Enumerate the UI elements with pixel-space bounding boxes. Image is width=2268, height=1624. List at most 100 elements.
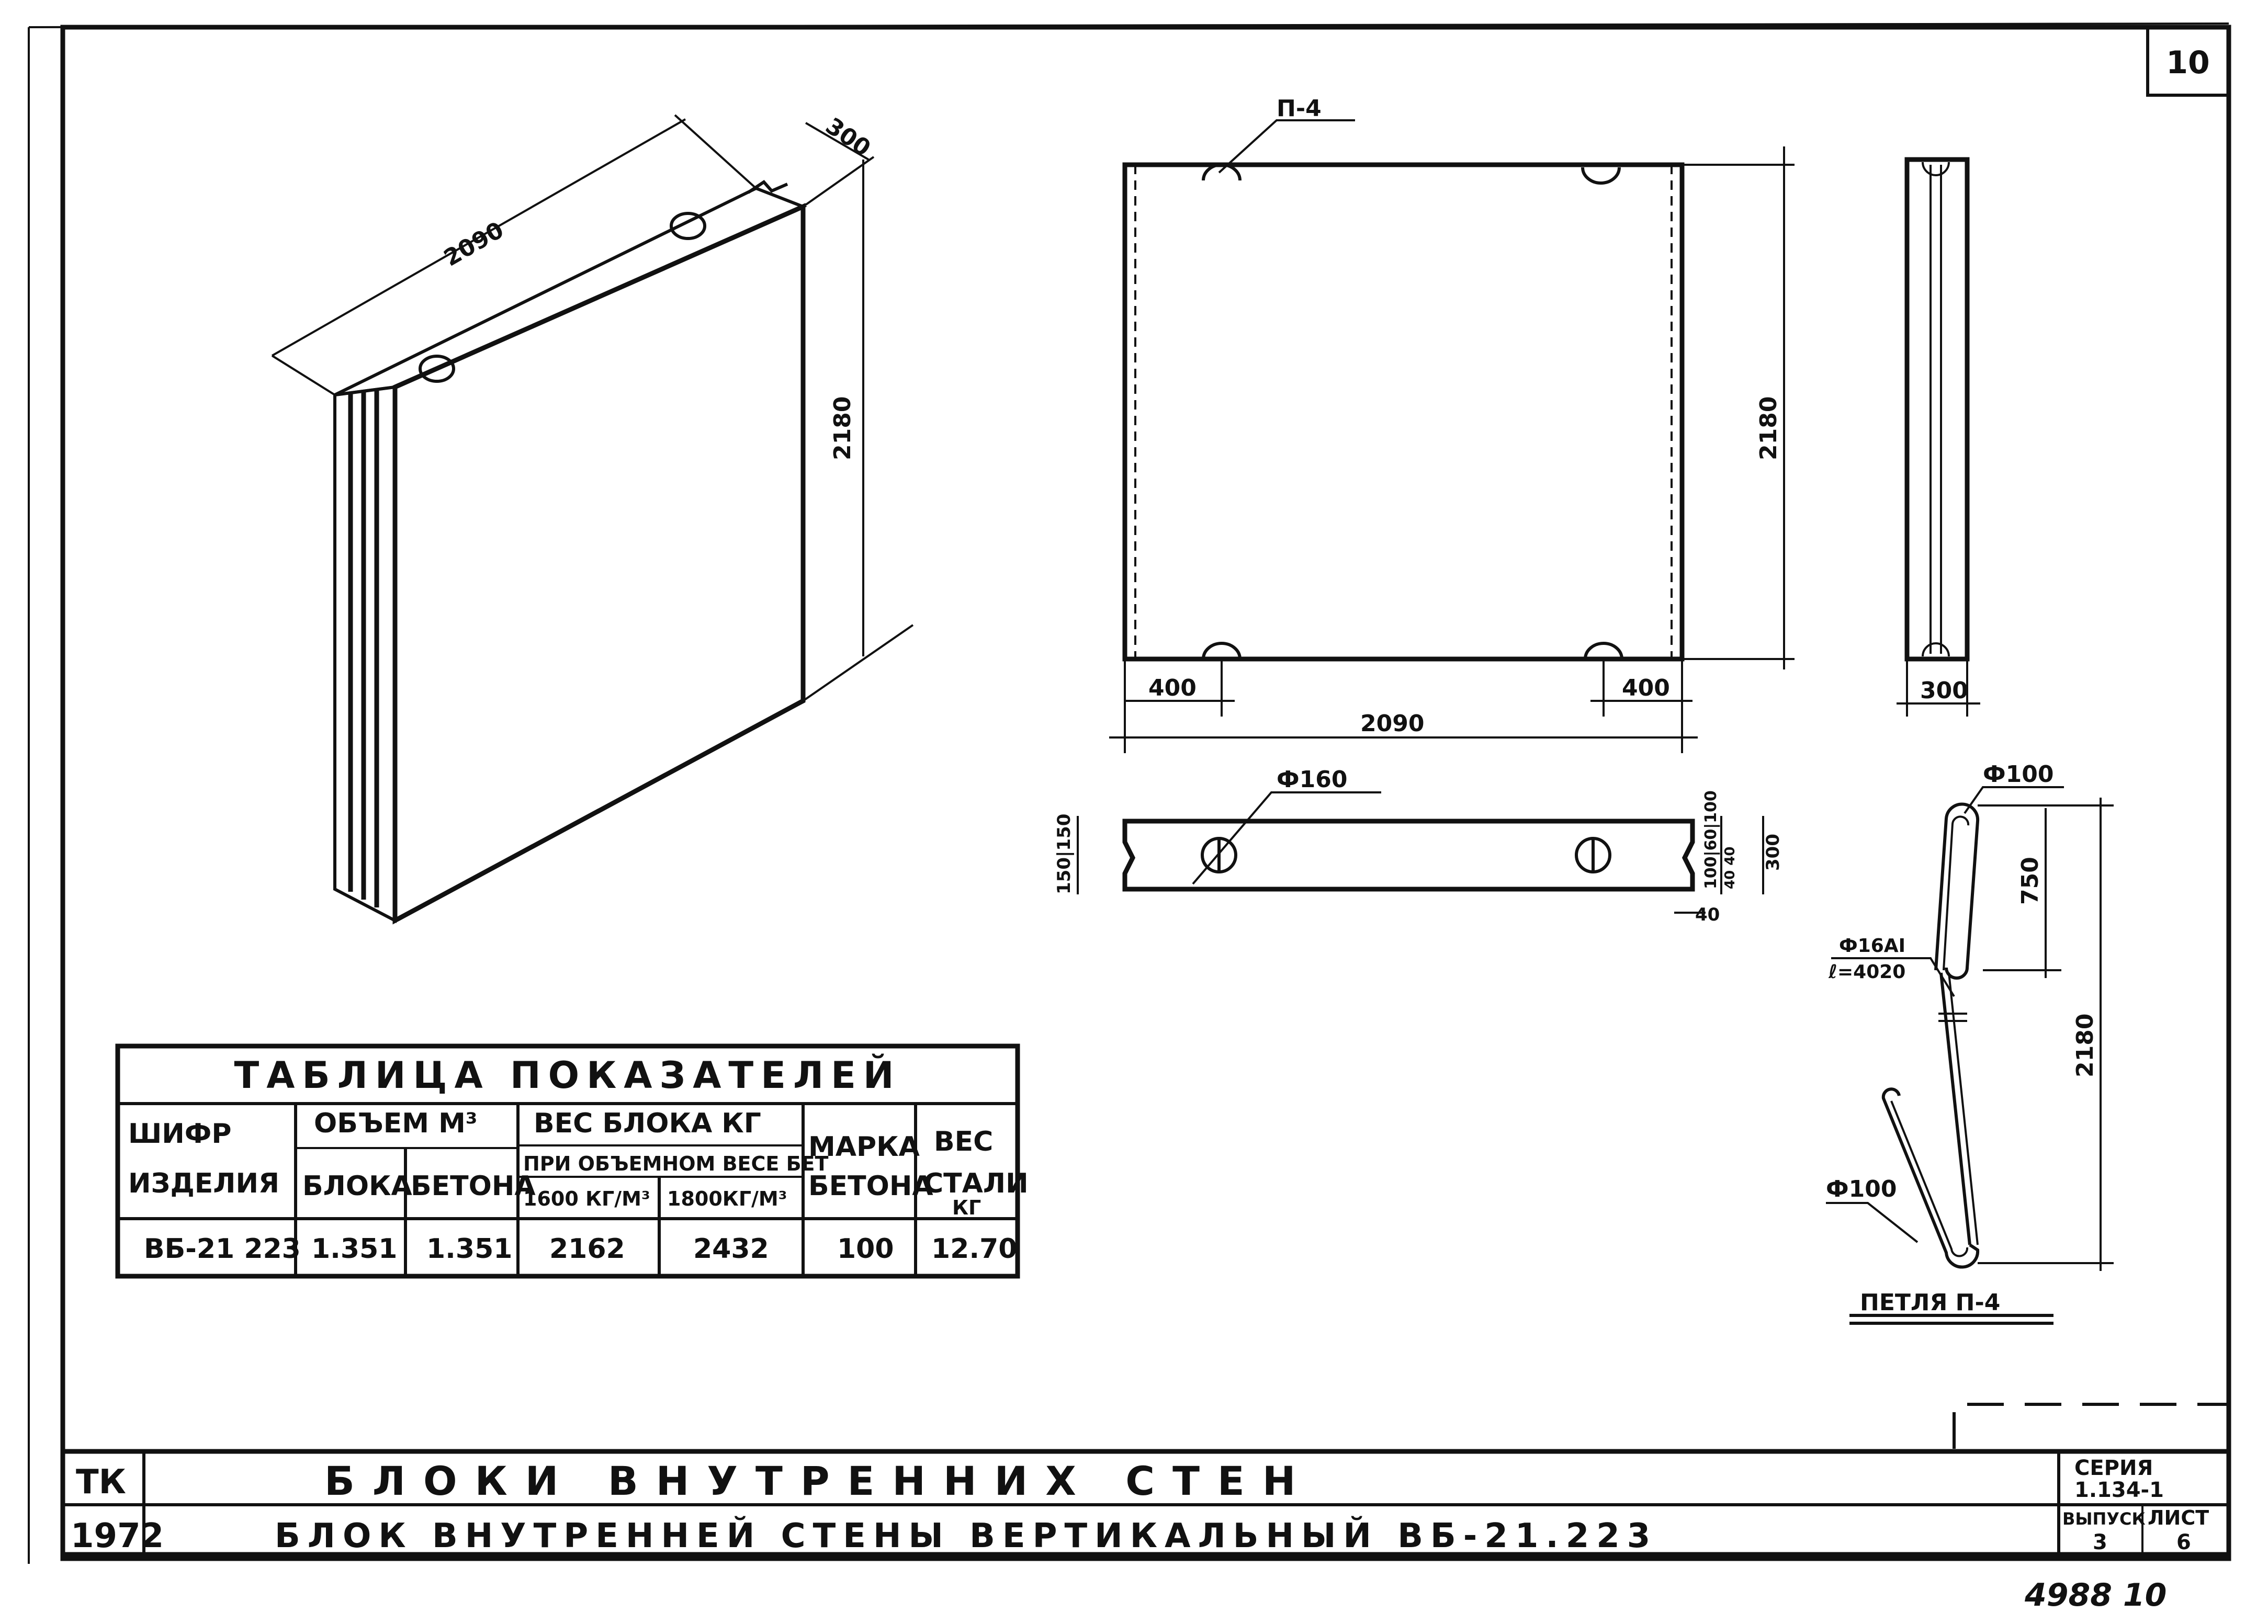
iso-dim-thickness-line xyxy=(805,122,870,161)
front-dim-width: 2090 xyxy=(1360,710,1424,737)
table-col-weight: ВЕС БЛОКА КГ xyxy=(534,1108,761,1139)
plan-dim-notch: 40 xyxy=(1695,904,1720,925)
table-cell-code: ВБ-21 223 xyxy=(144,1233,301,1265)
table-col-grade-2: БЕТОНА xyxy=(808,1171,933,1202)
plan-hole-left xyxy=(1201,837,1237,873)
loop-dim-total: 2180 xyxy=(2072,1014,2098,1077)
loop-top-right xyxy=(1581,167,1621,185)
loop-shape-top xyxy=(1934,802,1980,980)
table-cell-grade: 100 xyxy=(837,1233,894,1265)
iso-hole-2 xyxy=(670,212,706,240)
loop-bar-label: Ф16AI xyxy=(1839,935,1905,957)
loop-bar xyxy=(1939,972,1971,1245)
iso-dim-ext-1 xyxy=(271,355,336,396)
loop-length-label: ℓ=4020 xyxy=(1828,961,1905,983)
loop-top-left xyxy=(1202,163,1242,181)
front-panel xyxy=(1122,162,1685,662)
series-value: 1.134-1 xyxy=(2074,1478,2164,1502)
loop-dim-top: 750 xyxy=(2017,857,2044,905)
side-loop-top xyxy=(1922,162,1950,176)
side-panel xyxy=(1904,157,1970,662)
issue-label: ВЫПУСК xyxy=(2062,1509,2146,1529)
side-dim-thickness: 300 xyxy=(1920,677,1968,704)
table-col-volume-concrete: БЕТОНА xyxy=(411,1171,536,1202)
indicator-table: ТАБЛИЦА ПОКАЗАТЕЛЕЙ ШИФР ИЗДЕЛИЯ ОБЪЕМ М… xyxy=(115,1043,1029,1279)
plan-hole-right xyxy=(1575,837,1611,873)
isometric-view: 2090 300 2180 xyxy=(271,112,914,925)
loop-bottom-right xyxy=(1584,642,1623,660)
table-col-steel-1: ВЕС xyxy=(934,1126,993,1157)
plan-dim-left: 150|150 xyxy=(1054,814,1075,894)
side-view: 300 xyxy=(1897,157,1980,717)
loop-caption: ПЕТЛЯ П-4 xyxy=(1860,1289,2000,1316)
loop-bar-leader xyxy=(1831,957,1955,997)
page-number: 10 xyxy=(2166,44,2210,81)
table-col-code-2: ИЗДЕЛИЯ xyxy=(128,1168,279,1199)
table-col-weight-sub: ПРИ ОБЪЕМНОМ ВЕСЕ БЕТ xyxy=(523,1152,828,1175)
table-col-code-1: ШИФР xyxy=(128,1118,231,1150)
loop-bottom-label: Ф100 xyxy=(1826,1176,1897,1202)
table-col-weight-1600: 1600 КГ/М³ xyxy=(523,1187,650,1210)
side-loop-bottom xyxy=(1922,642,1950,657)
plan-dim-right-sub: 40 40 xyxy=(1722,847,1738,889)
front-dim-height: 2180 xyxy=(1755,396,1782,460)
iso-front-face xyxy=(392,203,806,925)
loop-bottom-left xyxy=(1202,642,1242,660)
iso-dim-height: 2180 xyxy=(829,396,856,460)
table-col-volume: ОБЪЕМ М³ xyxy=(314,1108,478,1139)
title-block-line2: БЛОК ВНУТРЕННЕЙ СТЕНЫ ВЕРТИКАЛЬНЫЙ ВБ-21… xyxy=(275,1516,1657,1555)
loop-leader-label: П-4 xyxy=(1277,95,1322,122)
table-cell-volume-concrete: 1.351 xyxy=(426,1233,512,1265)
loop-shape-bottom-inner xyxy=(1890,1100,1969,1257)
iso-dim-thickness: 300 xyxy=(821,112,875,162)
title-block-line1: БЛОКИ ВНУТРЕННИХ СТЕН xyxy=(324,1458,1313,1504)
loop-shape-top-inner xyxy=(1943,815,1970,971)
iso-hole-1 xyxy=(419,355,455,383)
front-view: П-4 2180 400 400 2090 xyxy=(1109,95,1795,753)
loop-leader xyxy=(1218,119,1355,174)
table-cell-weight-1600: 2162 xyxy=(549,1233,625,1265)
corner-dash-mark xyxy=(1953,1403,2229,1449)
plan-view: Ф160 150|150 100|60|100 40 40 300 40 xyxy=(1054,766,1784,925)
plan-section xyxy=(1122,819,1695,892)
sheet-label: ЛИСТ xyxy=(2148,1506,2209,1529)
table-cell-steel: 12.70 xyxy=(931,1233,1017,1265)
plan-hole-label: Ф160 xyxy=(1277,766,1347,793)
table-frame xyxy=(115,1043,1020,1279)
table-cell-volume-block: 1.351 xyxy=(311,1233,397,1265)
table-col-steel-3: КГ xyxy=(952,1196,981,1219)
iso-dim-ext-2 xyxy=(674,114,757,189)
loop-bottom-leader xyxy=(1826,1202,1919,1243)
issue-value: 3 xyxy=(2093,1530,2107,1554)
plan-dim-right: 100|60|100 xyxy=(1702,790,1720,889)
iso-dim-height-ext-2 xyxy=(802,624,914,702)
footer-number: 4988 10 xyxy=(2024,1577,2167,1614)
series-label: СЕРИЯ xyxy=(2074,1456,2153,1480)
loop-top-leader xyxy=(1964,786,2064,814)
iso-top-face xyxy=(334,186,807,396)
table-title: ТАБЛИЦА ПОКАЗАТЕЛЕЙ xyxy=(234,1054,901,1097)
plan-dim-total: 300 xyxy=(1763,834,1784,871)
title-block-year: 1972 xyxy=(71,1517,164,1555)
iso-dim-length-line xyxy=(272,118,686,357)
table-col-steel-2: СТАЛИ xyxy=(923,1168,1029,1199)
loop-bar-inner xyxy=(1948,972,1979,1245)
loop-shape-bottom xyxy=(1881,1087,1980,1269)
loop-top-label: Ф100 xyxy=(1983,761,2053,788)
table-col-volume-block: БЛОКА xyxy=(302,1171,412,1202)
table-col-weight-1800: 1800КГ/М³ xyxy=(667,1187,787,1210)
page-number-box xyxy=(2146,26,2230,97)
title-block: ТК 1972 БЛОКИ ВНУТРЕННИХ СТЕН БЛОК ВНУТР… xyxy=(60,1449,2231,1561)
iso-dim-height-ext-1 xyxy=(802,156,875,208)
front-dim-right-offset: 400 xyxy=(1622,675,1670,701)
loop-detail: Ф100 Ф16AI ℓ=4020 Ф100 750 2180 ПЕТЛЯ П-… xyxy=(1826,761,2114,1325)
plan-hole-leader xyxy=(1192,791,1381,885)
front-dim-left-offset: 400 xyxy=(1148,675,1197,701)
iso-dim-length: 2090 xyxy=(439,217,509,271)
table-col-grade-1: МАРКА xyxy=(808,1131,920,1163)
frame-top-edge xyxy=(28,22,2229,28)
table-cell-weight-1800: 2432 xyxy=(693,1233,769,1265)
sheet-frame xyxy=(60,25,2231,1557)
sheet-value: 6 xyxy=(2176,1530,2191,1554)
